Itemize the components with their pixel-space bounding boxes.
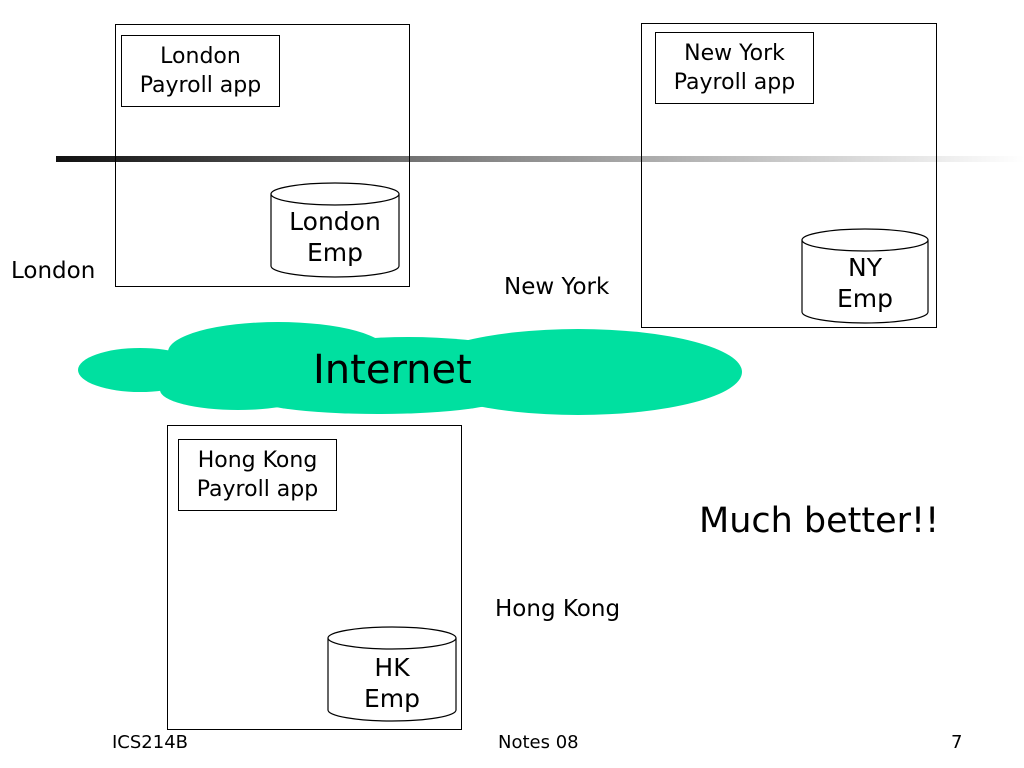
slide-remark: Much better!! [699,501,940,541]
newyork-payroll-app: New York Payroll app [655,32,814,104]
hongkong-emp-database: HK Emp [327,626,457,722]
footer-notes: Notes 08 [498,732,579,753]
hongkong-site-label: Hong Kong [495,596,621,622]
hongkong-app-line2: Payroll app [196,477,319,502]
newyork-app-line2: Payroll app [673,70,796,95]
london-db-line1: London [289,207,381,236]
newyork-db-line2: Emp [836,284,894,313]
london-emp-database: London Emp [270,182,400,278]
database-cylinder-icon [327,626,457,722]
london-payroll-app: London Payroll app [121,35,280,107]
internet-cloud [78,318,742,418]
newyork-site-label: New York [504,274,610,300]
london-site-label: London [11,258,96,284]
hongkong-db-line1: HK [374,653,410,682]
internet-label: Internet [313,347,472,393]
database-cylinder-icon [270,182,400,278]
newyork-site-box [641,23,937,328]
title-divider-line [56,156,1024,162]
newyork-app-line1: New York [684,41,785,66]
cloud-icon [78,322,742,415]
hongkong-app-line1: Hong Kong [197,448,318,473]
footer-course: ICS214B [112,732,189,753]
london-app-line2: Payroll app [139,73,262,98]
newyork-emp-database: NY Emp [801,228,929,324]
london-db-line2: Emp [306,238,364,267]
hongkong-db-line2: Emp [363,684,421,713]
london-app-line1: London [160,44,241,69]
hongkong-payroll-app: Hong Kong Payroll app [178,439,337,511]
database-cylinder-icon [801,228,929,324]
footer-page-number: 7 [951,732,963,753]
newyork-db-line1: NY [848,253,882,282]
hongkong-site-box [167,425,462,730]
london-site-box [115,24,410,287]
